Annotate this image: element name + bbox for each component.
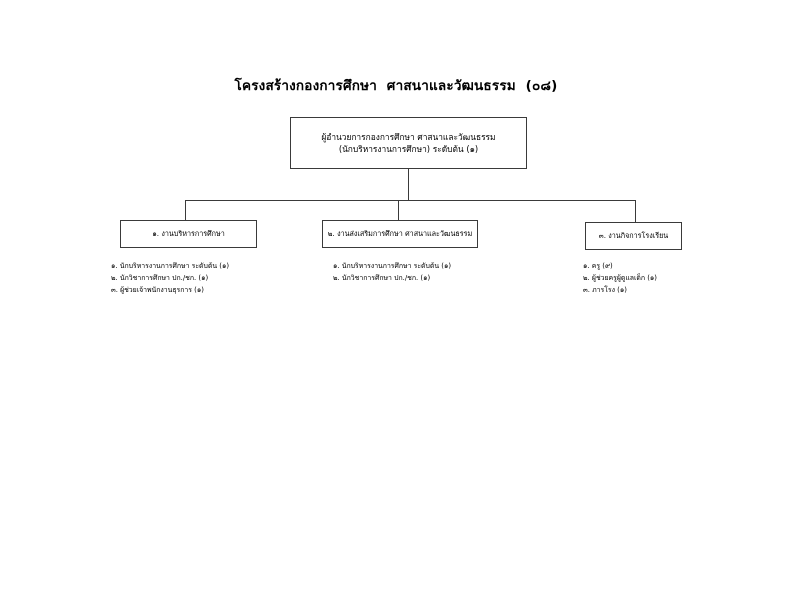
node-unit-3: ๓. งานกิจการโรงเรียน [585,222,682,250]
staff-list-unit-3: ๑. ครู (๙) ๒. ผู้ช่วยครูผู้ดูแลเด็ก (๑) … [583,261,657,297]
node-director-label: ผู้อำนวยการกองการศึกษา ศาสนาและวัฒนธรรม … [321,131,496,154]
connector-director-stem [408,169,409,200]
connector-horizontal-bus [185,200,636,201]
page-title: โครงสร้างกองการศึกษา ศาสนาและวัฒนธรรม (๐… [234,78,558,94]
staff-item: ๓. ผู้ช่วยเจ้าพนักงานธุรการ (๑) [111,285,204,294]
connector-drop-unit-2 [398,200,399,220]
connector-drop-unit-1 [185,200,186,220]
staff-item: ๒. ผู้ช่วยครูผู้ดูแลเด็ก (๑) [583,273,657,282]
staff-item: ๑. นักบริหารงานการศึกษา ระดับต้น (๑) [111,262,230,270]
connector-drop-unit-3 [635,200,636,222]
node-unit-2: ๒. งานส่งเสริมการศึกษา ศาสนาและวัฒนธรรม [322,220,478,248]
node-unit-1: ๑. งานบริหารการศึกษา [120,220,257,248]
node-unit-1-label: ๑. งานบริหารการศึกษา [152,228,225,238]
staff-item: ๓. ภารโรง (๑) [583,285,627,294]
staff-list-unit-2: ๑. นักบริหารงานการศึกษา ระดับต้น (๑) ๒. … [333,261,451,285]
staff-list-unit-1: ๑. นักบริหารงานการศึกษา ระดับต้น (๑) ๒. … [111,261,229,297]
staff-item: ๒. นักวิชาการศึกษา ปก./ชก. (๑) [333,273,431,282]
staff-item: ๑. นักบริหารงานการศึกษา ระดับต้น (๑) [333,262,452,270]
staff-item: ๒. นักวิชาการศึกษา ปก./ชก. (๑) [111,273,209,282]
node-director: ผู้อำนวยการกองการศึกษา ศาสนาและวัฒนธรรม … [290,117,527,169]
staff-item: ๑. ครู (๙) [583,262,613,270]
node-unit-3-label: ๓. งานกิจการโรงเรียน [598,230,669,240]
node-unit-2-label: ๒. งานส่งเสริมการศึกษา ศาสนาและวัฒนธรรม [327,228,473,238]
